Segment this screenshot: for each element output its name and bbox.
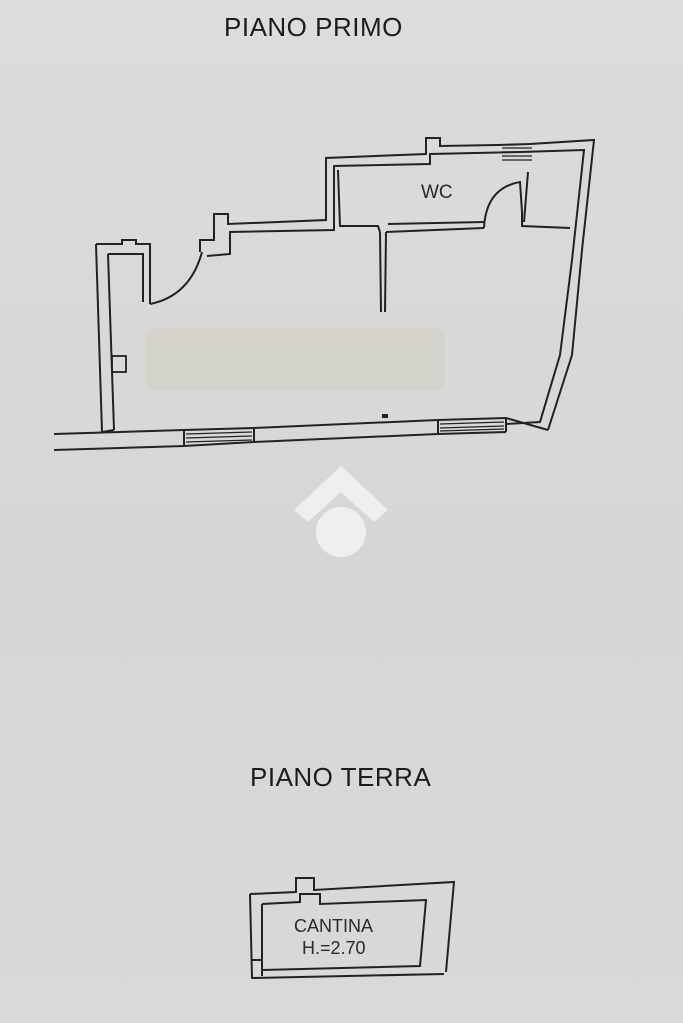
upper-floor-title: PIANO PRIMO	[224, 12, 403, 42]
cellar-height-label: H.=2.70	[302, 938, 366, 958]
upper-outer-wall	[95, 239, 151, 433]
upper-north-inner	[206, 148, 586, 425]
cellar-plan	[249, 877, 456, 980]
entry-door-swing	[149, 251, 203, 305]
ground-floor-title: PIANO TERRA	[250, 762, 432, 792]
wc-door-swing	[483, 180, 523, 229]
cellar-room-label: CANTINA	[294, 916, 373, 936]
utility-box	[111, 355, 127, 373]
upper-windows	[185, 147, 532, 443]
redacted-area	[145, 328, 445, 390]
upper-north-wall	[199, 137, 596, 431]
house-logo-icon	[294, 466, 388, 557]
wc-east-wall	[521, 171, 571, 229]
wc-room-label: WC	[421, 182, 453, 203]
wc-partition-wall	[337, 169, 485, 313]
